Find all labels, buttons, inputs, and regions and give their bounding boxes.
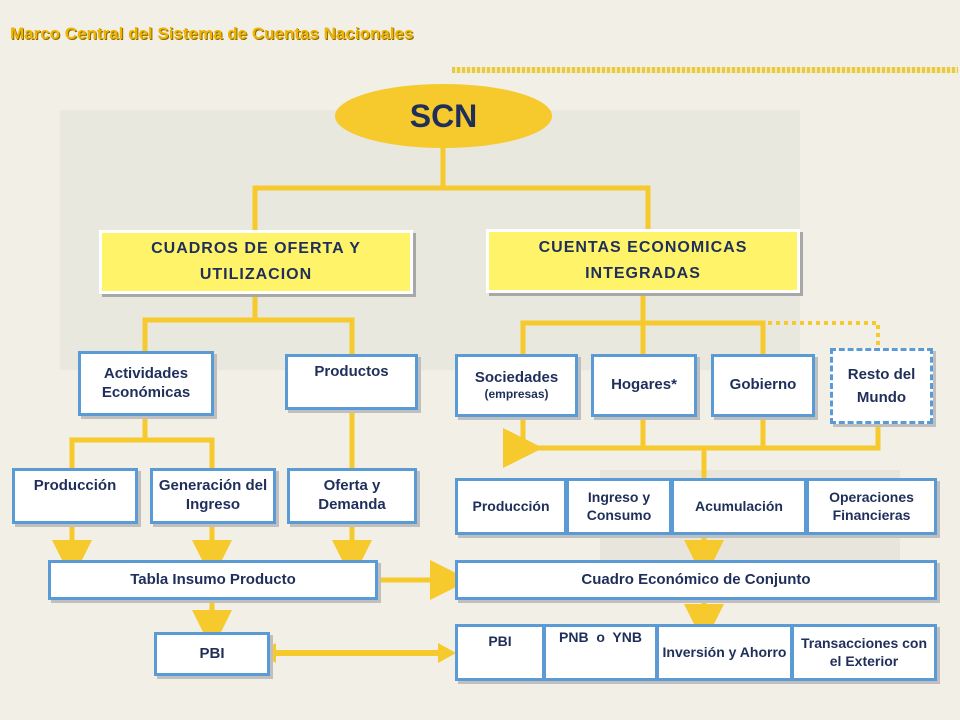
cuadros-oferta-utilizacion-node: CUADROS DE OFERTA Y UTILIZACION	[99, 230, 413, 294]
oferta-demanda-node: Oferta y Demanda	[287, 468, 417, 524]
header-divider	[452, 67, 958, 73]
generacion-ingreso-node: Generación del Ingreso	[150, 468, 276, 524]
account-operaciones-financieras: Operaciones Financieras	[806, 478, 937, 535]
scn-node: SCN	[335, 84, 552, 148]
aggregate-transacciones-exterior: Transacciones con el Exterior	[791, 624, 937, 681]
produccion-node: Producción	[12, 468, 138, 524]
account-ingreso-consumo: Ingreso y Consumo	[566, 478, 672, 535]
gobierno-node: Gobierno	[711, 354, 815, 417]
sociedades-node: Sociedades (empresas)	[455, 354, 578, 417]
account-acumulacion: Acumulación	[671, 478, 807, 535]
resto-del-mundo-node: Resto del Mundo	[830, 348, 933, 424]
cuentas-economicas-integradas-node: CUENTAS ECONOMICAS INTEGRADAS	[486, 229, 800, 293]
productos-node: Productos	[285, 354, 418, 410]
aggregate-inversion-ahorro: Inversión y Ahorro	[656, 624, 793, 681]
sociedades-sublabel: (empresas)	[484, 387, 549, 402]
actividades-economicas-node: Actividades Económicas	[78, 351, 214, 416]
sociedades-label: Sociedades	[474, 368, 559, 386]
pbi-left-node: PBI	[154, 632, 270, 676]
cuadro-economico-conjunto-node: Cuadro Económico de Conjunto	[455, 560, 937, 600]
aggregate-pbi: PBI	[455, 624, 545, 681]
aggregate-pnb-ynb: PNB o YNB	[543, 624, 658, 681]
hogares-node: Hogares*	[591, 354, 697, 417]
tabla-insumo-producto-node: Tabla Insumo Producto	[48, 560, 378, 600]
account-produccion: Producción	[455, 478, 567, 535]
page-title: Marco Central del Sistema de Cuentas Nac…	[10, 24, 414, 43]
